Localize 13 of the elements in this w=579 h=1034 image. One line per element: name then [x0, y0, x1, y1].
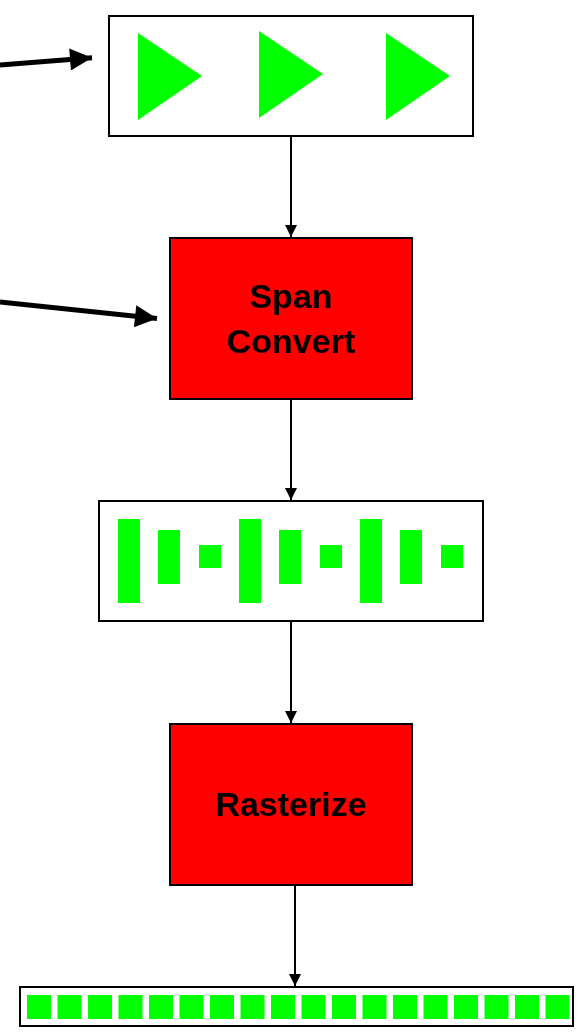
process-box — [169, 237, 413, 400]
process-box — [169, 723, 413, 886]
arrow — [285, 136, 297, 238]
arrow — [0, 299, 158, 328]
data-box — [98, 500, 484, 622]
arrow — [285, 399, 297, 501]
data-box — [108, 15, 474, 137]
process-label: Rasterize — [214, 784, 368, 826]
arrow — [289, 885, 301, 987]
arrow — [0, 48, 93, 71]
data-box — [19, 986, 574, 1027]
arrow — [285, 621, 297, 724]
process-label: Span Convert — [225, 276, 357, 362]
